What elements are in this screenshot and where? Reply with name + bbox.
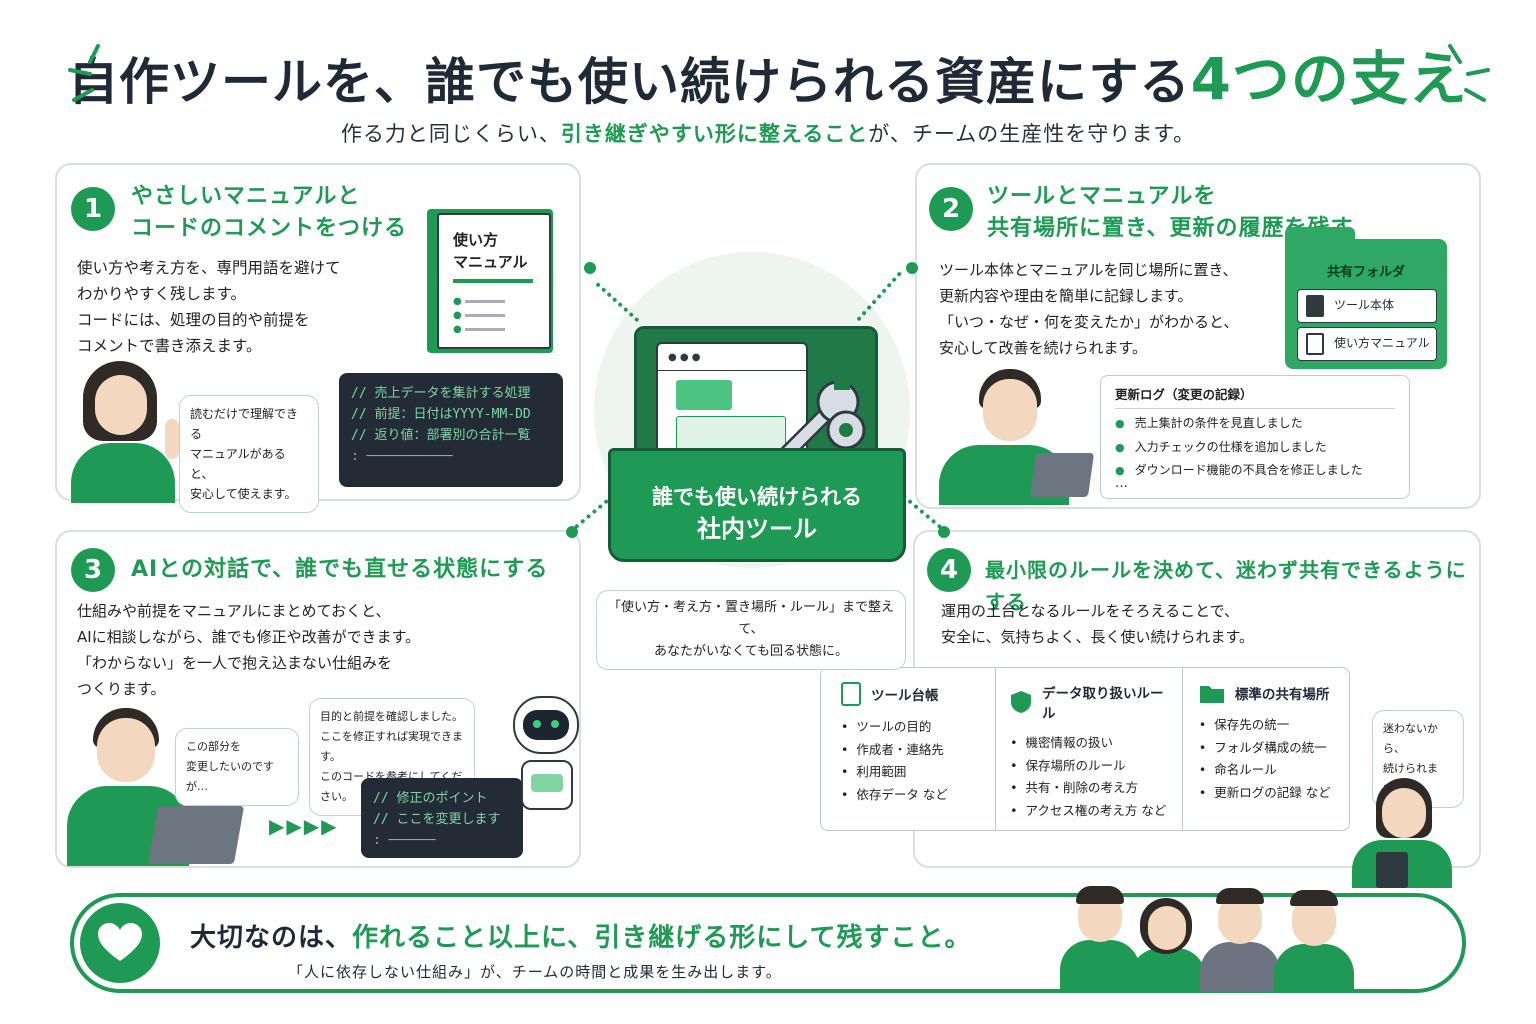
- rule-card-title: データ取り扱いルール: [1041, 686, 1164, 722]
- subtitle-post: が、チームの生産性を守ります。: [868, 122, 1196, 146]
- clipboard-icon: [1376, 852, 1408, 888]
- speech-bubble-manual: 読むだけで理解できる マニュアルがあると、 安心して使えます。: [179, 395, 319, 513]
- rule-item: 利用範囲: [841, 761, 985, 784]
- rule-card-storage: 標準の共有場所 保存先の統一 フォルダ構成の統一 命名ルール 更新ログの記録 な…: [1181, 668, 1349, 830]
- folder-title: 共有フォルダ: [1326, 265, 1405, 280]
- rule-item: ツールの目的: [841, 716, 985, 739]
- panel-1-heading-line2: コードのコメントをつける: [131, 216, 408, 241]
- laptop-icon: [1029, 453, 1095, 497]
- panel-3-body: 仕組みや前提をマニュアルにまとめておくと、 AIに相談しながら、誰でも修正や改善…: [77, 602, 421, 698]
- rule-item: 命名ルール: [1199, 759, 1343, 782]
- page-title: 自作ツールを、誰でも使い続けられる資産にする4つの支え: [0, 32, 1536, 116]
- log-item: ダウンロード機能の不具合を修正しました: [1115, 459, 1363, 483]
- code-line-1: // 修正のポイント: [373, 791, 488, 806]
- rule-item: 保存先の統一: [1199, 714, 1343, 737]
- panel-1-body: 使い方や考え方を、専門用語を避けて わかりやすく残します。 コードには、処理の目…: [77, 259, 341, 355]
- step-number-3: 3: [71, 548, 115, 592]
- footer-headline: 大切なのは、作れること以上に、引き継げる形にして残すこと。: [190, 917, 971, 954]
- heart-icon: [98, 923, 142, 961]
- code-line-2: // ここを変更します: [373, 812, 501, 827]
- arrow-chevrons-icon: ▶▶▶▶: [269, 814, 339, 838]
- clipboard-icon: [841, 682, 861, 706]
- rule-item: 共有・削除の考え方: [1010, 777, 1176, 800]
- file-icon: [1306, 295, 1324, 317]
- center-label-line2: 社内ツール: [697, 515, 817, 543]
- rule-item: フォルダ構成の統一: [1199, 737, 1343, 760]
- folder-file-tool[interactable]: ツール本体: [1297, 289, 1437, 323]
- man-thinking-illustration: [67, 704, 267, 866]
- title-accent: 4つの支え: [1190, 45, 1468, 113]
- code-comment-block: // 売上データを集計する処理 // 前提：日付はYYYY-MM-DD // 返…: [339, 373, 563, 487]
- rules-table: ツール台帳 ツールの目的 作成者・連絡先 利用範囲 依存データ など データ取り…: [820, 667, 1350, 831]
- footer-accent: 作れること以上に、引き継げる形にして残すこと。: [352, 923, 972, 953]
- rule-item: アクセス権の考え方 など: [1010, 800, 1176, 823]
- rule-card-title: 標準の共有場所: [1234, 687, 1330, 703]
- shield-icon: [1011, 691, 1032, 713]
- panel-3-heading: AIとの対話で、誰でも直せる状態にする: [131, 557, 549, 582]
- footer-pre: 大切なのは、: [190, 923, 353, 953]
- folder-file-manual-label: 使い方マニュアル: [1334, 336, 1430, 350]
- subtitle-pre: 作る力と同じくらい、: [340, 122, 561, 146]
- panel-1-heading: やさしいマニュアルと コードのコメントをつける: [131, 181, 407, 245]
- code-fix-block: // 修正のポイント // ここを変更します : ──────: [361, 778, 523, 858]
- code-line-1: // 売上データを集計する処理: [351, 386, 531, 401]
- rule-card-data: データ取り扱いルール 機密情報の扱い 保存場所のルール 共有・削除の考え方 アク…: [995, 668, 1182, 830]
- rule-item: 依存データ など: [841, 784, 985, 807]
- woman-clipboard-illustration: [1342, 778, 1452, 888]
- panel-4-heading: 最小限のルールを決めて、迷わず共有できるようにする: [985, 558, 1467, 614]
- update-log: 更新ログ（変更の記録） 売上集計の条件を見直しました 入力チェックの仕様を追加し…: [1100, 375, 1410, 499]
- ai-robot-illustration: [507, 696, 587, 816]
- toolbox-body: 誰でも使い続けられる 社内ツール: [608, 448, 906, 562]
- rule-item: 機密情報の扱い: [1010, 732, 1176, 755]
- rule-item: 更新ログの記録 など: [1199, 782, 1343, 805]
- step-number-4: 4: [927, 548, 971, 592]
- document-icon: [1306, 333, 1324, 355]
- folder-file-manual[interactable]: 使い方マニュアル: [1297, 327, 1437, 361]
- heart-badge: [80, 903, 160, 983]
- center-note: 「使い方・考え方・置き場所・ルール」まで整えて、 あなたがいなくても回る状態に。: [596, 590, 906, 670]
- panel-2-body: ツール本体とマニュアルを同じ場所に置き、 更新内容や理由を簡単に記録します。 「…: [939, 261, 1239, 357]
- update-log-title: 更新ログ（変更の記録）: [1115, 387, 1253, 402]
- rule-card-title: ツール台帳: [871, 688, 939, 704]
- code-line-2: // 前提：日付はYYYY-MM-DD: [351, 407, 531, 422]
- log-item: 入力チェックの仕様を追加しました: [1115, 436, 1363, 460]
- step-number-1: 1: [71, 187, 115, 231]
- rule-item: 保存場所のルール: [1010, 755, 1176, 778]
- shared-folder: 共有フォルダ ツール本体 使い方マニュアル: [1285, 227, 1447, 369]
- folder-icon: [1199, 686, 1224, 703]
- panel-4-body: 運用の土台となるルールをそろえることで、 安全に、気持ちよく、長く使い続けられま…: [941, 602, 1255, 646]
- panel-2-heading-line1: ツールとマニュアルを: [987, 184, 1217, 209]
- code-line-3: // 返り値：部署別の合計一覧: [351, 428, 531, 443]
- log-more: …: [1115, 476, 1128, 491]
- panel-1: 1 やさしいマニュアルと コードのコメントをつける 使い方や考え方を、専門用語を…: [55, 163, 581, 513]
- manual-book: 使い方 マニュアル ● ● ●: [427, 209, 553, 353]
- footer-sub: 「人に依存しない仕組み」が、チームの時間と成果を生み出します。: [288, 963, 782, 981]
- laptop-icon: [147, 806, 245, 864]
- title-main: 自作ツールを、誰でも使い続けられる資産にする: [68, 53, 1191, 111]
- rule-card-ledger: ツール台帳 ツールの目的 作成者・連絡先 利用範囲 依存データ など: [821, 668, 995, 830]
- spark-right-icon: [1448, 44, 1490, 102]
- woman-illustration: [65, 361, 195, 503]
- subtitle: 作る力と同じくらい、引き継ぎやすい形に整えることが、チームの生産性を守ります。: [0, 118, 1536, 148]
- team-illustration: [1060, 880, 1360, 992]
- spark-left-icon: [68, 44, 100, 102]
- log-item: 売上集計の条件を見直しました: [1115, 412, 1363, 436]
- folder-file-tool-label: ツール本体: [1334, 298, 1395, 312]
- speech-bubble-user: この部分を 変更したいのですが…: [175, 728, 299, 806]
- rule-item: 作成者・連絡先: [841, 739, 985, 762]
- man-laptop-illustration: [937, 365, 1107, 505]
- panel-2: 2 ツールとマニュアルを 共有場所に置き、更新の履歴を残す ツール本体とマニュア…: [915, 163, 1481, 509]
- manual-title: 使い方 マニュアル: [453, 231, 528, 271]
- center-label-line1: 誰でも使い続けられる: [652, 485, 862, 509]
- panel-3: 3 AIとの対話で、誰でも直せる状態にする 仕組みや前提をマニュアルにまとめてお…: [55, 530, 581, 868]
- step-number-2: 2: [929, 187, 973, 231]
- subtitle-accent: 引き継ぎやすい形に整えること: [560, 122, 869, 146]
- panel-1-heading-line1: やさしいマニュアルと: [131, 184, 361, 209]
